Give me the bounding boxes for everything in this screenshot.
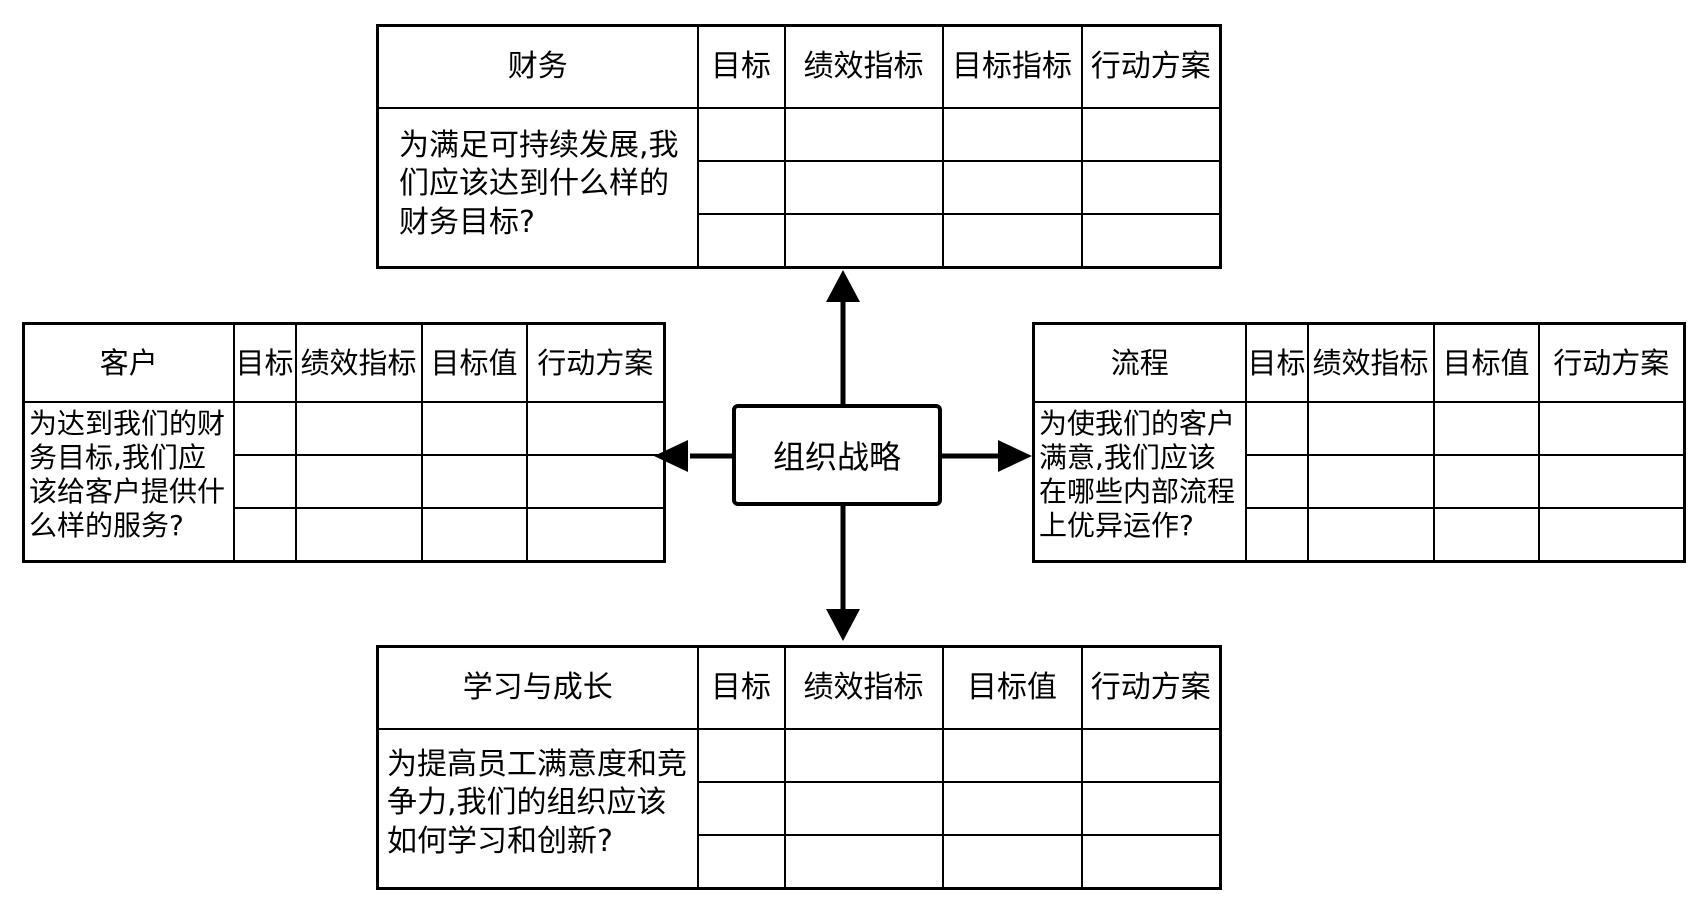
financial-cell: [1080, 107, 1222, 162]
financial-table: 财务 目标 绩效指标 目标指标 行动方案 为满足可持续发展,我们应该达到什么样的…: [376, 24, 1222, 269]
customer-question: 为达到我们的财务目标,我们应该给客户提供什么样的服务?: [22, 401, 235, 563]
customer-cell: [420, 401, 528, 456]
financial-cell: [783, 213, 944, 269]
financial-cell: [696, 213, 786, 269]
process-cell: [1537, 507, 1686, 563]
arrow-left: [654, 440, 732, 472]
learning-col-target: 目标值: [941, 645, 1083, 730]
learning-cell: [783, 834, 944, 890]
financial-cell: [783, 160, 944, 215]
financial-cell: [941, 107, 1083, 162]
customer-cell: [232, 507, 297, 563]
arrow-down: [826, 506, 860, 641]
learning-cell: [783, 728, 944, 783]
learning-cell: [941, 834, 1083, 890]
process-cell: [1537, 401, 1686, 456]
financial-cell: [941, 160, 1083, 215]
customer-table: 客户 目标 绩效指标 目标值 行动方案 为达到我们的财务目标,我们应该给客户提供…: [22, 322, 666, 563]
arrow-up: [826, 270, 860, 404]
customer-col-target: 目标值: [420, 322, 528, 403]
customer-cell: [525, 507, 666, 563]
learning-cell: [783, 781, 944, 836]
customer-cell: [294, 454, 423, 509]
process-cell: [1306, 454, 1435, 509]
process-col-kpi: 绩效指标: [1306, 322, 1435, 403]
center-strategy-box: 组织战略: [732, 404, 942, 506]
customer-cell: [294, 401, 423, 456]
process-table: 流程 目标 绩效指标 目标值 行动方案 为使我们的客户满意,我们应该在哪些内部流…: [1032, 322, 1686, 563]
process-cell: [1306, 401, 1435, 456]
financial-col-target: 目标指标: [941, 24, 1083, 109]
learning-col-objective: 目标: [696, 645, 786, 730]
learning-title: 学习与成长: [376, 645, 699, 730]
learning-cell: [1080, 781, 1222, 836]
financial-cell: [696, 107, 786, 162]
learning-col-kpi: 绩效指标: [783, 645, 944, 730]
learning-col-action: 行动方案: [1080, 645, 1222, 730]
process-cell: [1432, 401, 1540, 456]
financial-cell: [1080, 213, 1222, 269]
process-col-action: 行动方案: [1537, 322, 1686, 403]
process-cell: [1306, 507, 1435, 563]
customer-col-kpi: 绩效指标: [294, 322, 423, 403]
customer-title: 客户: [22, 322, 235, 403]
financial-cell: [941, 213, 1083, 269]
learning-cell: [696, 781, 786, 836]
arrow-right: [942, 440, 1032, 472]
process-cell: [1432, 454, 1540, 509]
financial-col-objective: 目标: [696, 24, 786, 109]
process-title: 流程: [1032, 322, 1247, 403]
process-cell: [1244, 454, 1309, 509]
process-question: 为使我们的客户满意,我们应该在哪些内部流程上优异运作?: [1032, 401, 1247, 563]
learning-cell: [941, 728, 1083, 783]
customer-col-objective: 目标: [232, 322, 297, 403]
process-cell: [1432, 507, 1540, 563]
learning-cell: [1080, 834, 1222, 890]
learning-cell: [1080, 728, 1222, 783]
financial-col-action: 行动方案: [1080, 24, 1222, 109]
learning-table: 学习与成长 目标 绩效指标 目标值 行动方案 为提高员工满意度和竞争力,我们的组…: [376, 645, 1222, 890]
customer-cell: [525, 454, 666, 509]
process-cell: [1537, 454, 1686, 509]
learning-cell: [696, 834, 786, 890]
customer-cell: [232, 454, 297, 509]
process-cell: [1244, 401, 1309, 456]
process-cell: [1244, 507, 1309, 563]
financial-cell: [1080, 160, 1222, 215]
process-col-objective: 目标: [1244, 322, 1309, 403]
financial-title: 财务: [376, 24, 699, 109]
customer-cell: [420, 507, 528, 563]
customer-cell: [294, 507, 423, 563]
financial-cell: [783, 107, 944, 162]
learning-question: 为提高员工满意度和竞争力,我们的组织应该如何学习和创新?: [376, 728, 699, 890]
customer-col-action: 行动方案: [525, 322, 666, 403]
customer-cell: [232, 401, 297, 456]
learning-cell: [696, 728, 786, 783]
center-strategy-label: 组织战略: [772, 438, 901, 476]
customer-cell: [525, 401, 666, 456]
financial-cell: [696, 160, 786, 215]
process-col-target: 目标值: [1432, 322, 1540, 403]
financial-col-kpi: 绩效指标: [783, 24, 944, 109]
financial-question: 为满足可持续发展,我们应该达到什么样的财务目标?: [376, 107, 699, 269]
customer-cell: [420, 454, 528, 509]
learning-cell: [941, 781, 1083, 836]
